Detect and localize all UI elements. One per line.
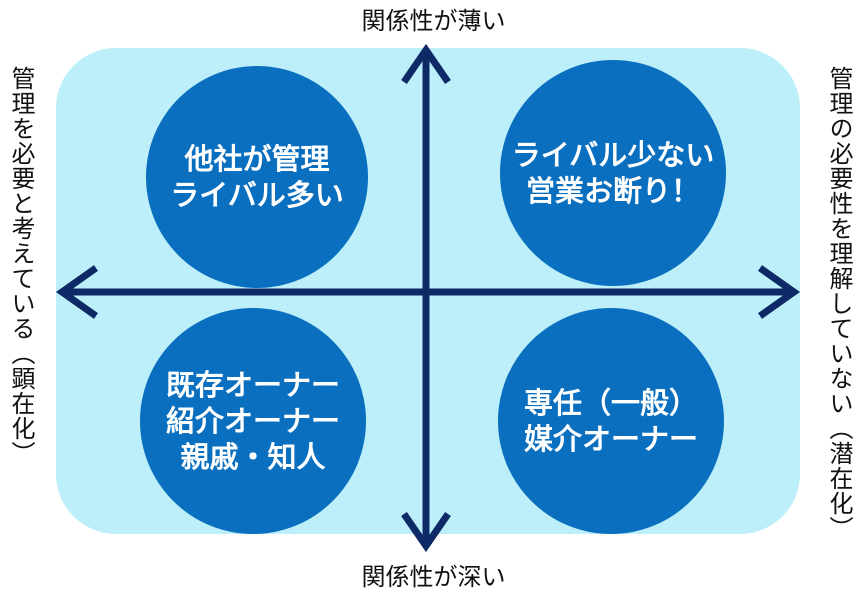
quadrant-bottom-right-line-2: 媒介オーナー	[523, 422, 698, 456]
quadrant-bottom-left: 既存オーナー 紹介オーナー 親戚・知人	[140, 308, 366, 534]
quadrant-top-left-line-1: 他社が管理	[184, 142, 330, 176]
axis-label-left: 管理を必要と考えている（顕在化）	[7, 66, 35, 466]
quadrant-bottom-left-line-3: 親戚・知人	[180, 440, 326, 474]
quadrant-top-right: ライバル少ない 営業お断り！	[500, 60, 726, 286]
quadrant-bottom-right-line-1: 専任（一般）	[523, 386, 698, 420]
axis-label-right: 管理の必要性を理解していない（潜在化）	[825, 66, 853, 541]
quadrant-top-right-line-2: 営業お断り！	[525, 174, 700, 208]
quadrant-top-right-line-1: ライバル少ない	[511, 138, 715, 172]
quadrant-bottom-left-line-2: 紹介オーナー	[165, 404, 340, 438]
quadrant-top-left: 他社が管理 ライバル多い	[146, 66, 368, 288]
arrow-left-icon	[55, 265, 99, 319]
arrow-up-icon	[401, 43, 451, 84]
arrow-right-icon	[757, 265, 801, 319]
arrow-down-icon	[401, 512, 451, 553]
quadrant-bottom-left-line-1: 既存オーナー	[165, 368, 340, 402]
axis-label-top: 関係性が薄い	[361, 7, 506, 35]
axis-label-bottom: 関係性が深い	[361, 563, 506, 591]
quadrant-top-left-line-2: ライバル多い	[170, 178, 344, 212]
quadrant-bottom-right: 専任（一般） 媒介オーナー	[498, 308, 724, 534]
